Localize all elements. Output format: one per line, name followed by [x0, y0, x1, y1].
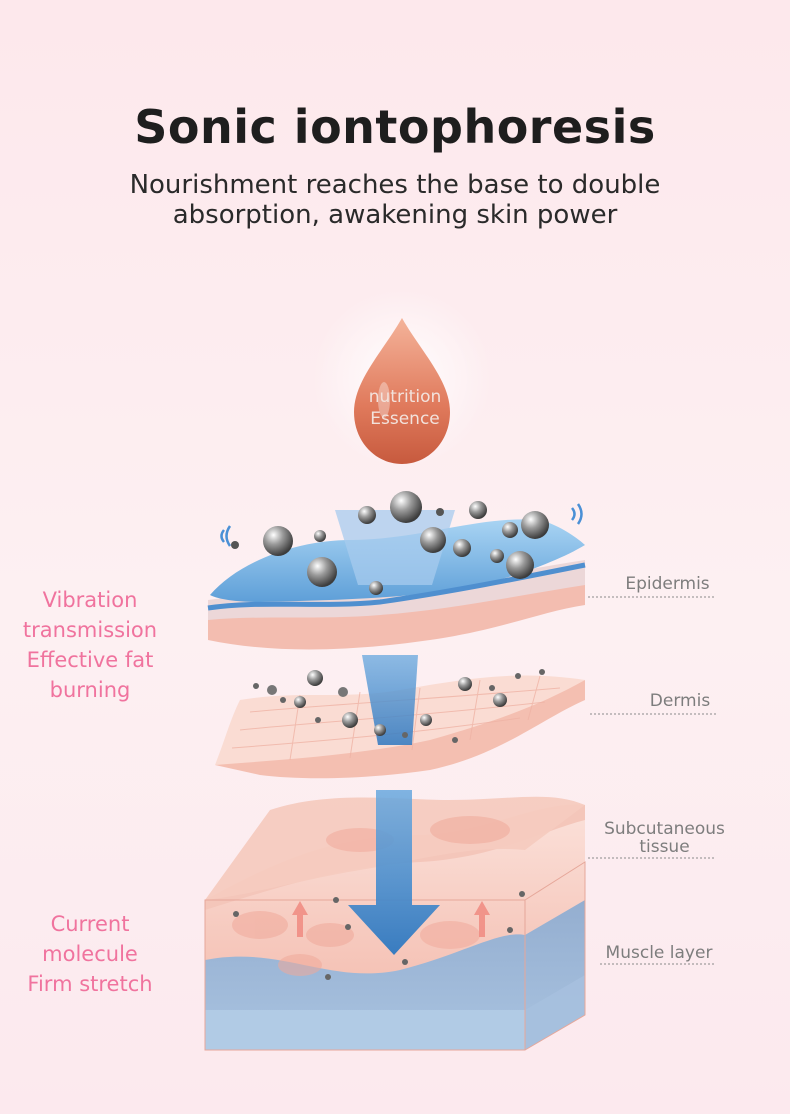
page-title: Sonic iontophoresis [134, 100, 656, 154]
absorption-arrow-icon [335, 510, 455, 955]
page-subtitle: Nourishment reaches the base to double a… [0, 170, 790, 230]
current-label-line-3: Firm stretch [27, 972, 153, 996]
vibration-wave-icon [220, 503, 583, 547]
label-leader-lines [588, 596, 716, 965]
dermis-label: Dermis [649, 691, 711, 711]
nutrition-drop-icon [312, 288, 492, 468]
vibration-label-line-4: burning [49, 678, 131, 702]
drop-label-line-2: Essence [370, 409, 440, 429]
subcutaneous-label-line-1: Subcutaneous [604, 819, 725, 839]
vibration-label-line-3: Effective fat [26, 648, 154, 672]
up-arrow-icon [292, 901, 490, 937]
vibration-label-line-2: transmission [22, 618, 158, 642]
subtitle-line-2: absorption, awakening skin power [172, 200, 618, 230]
nutrient-molecules [231, 491, 549, 980]
drop-label-line-1: nutrition [368, 387, 442, 407]
drop-label: nutrition Essence [345, 386, 465, 430]
muscle-layer-label: Muscle layer [605, 943, 713, 963]
current-label: Current molecule Firm stretch [0, 909, 185, 999]
vibration-label: Vibration transmission Effective fat bur… [0, 585, 185, 705]
subcutaneous-label-line-2: tissue [639, 837, 690, 857]
vibration-label-line-1: Vibration [42, 588, 138, 612]
current-label-line-1: Current [50, 912, 130, 936]
epidermis-label: Epidermis [625, 574, 710, 594]
current-label-line-2: molecule [42, 942, 138, 966]
subcutaneous-label: Subcutaneous tissue [592, 820, 737, 856]
subtitle-line-1: Nourishment reaches the base to double [129, 170, 661, 200]
